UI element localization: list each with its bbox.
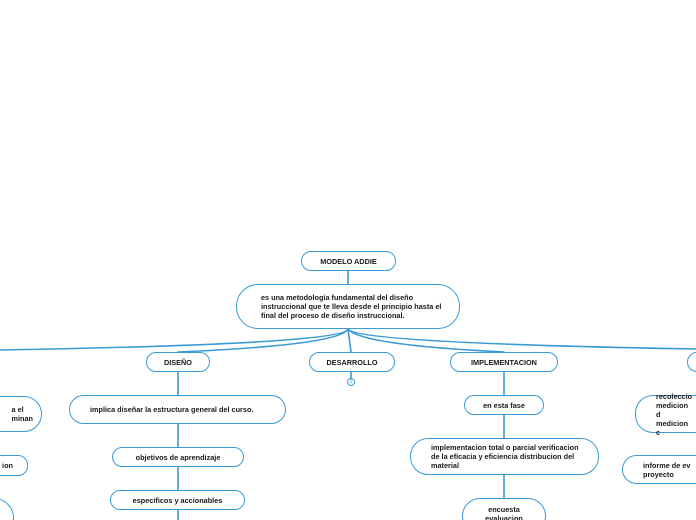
evaluacion-item-1[interactable]: recoleccio medicion d medicion c	[635, 392, 696, 437]
root-node[interactable]: MODELO ADDIE	[301, 251, 396, 271]
connector-to-implementacion	[347, 328, 505, 353]
diseno-item-1-text: implica diseñar la estructura general de…	[90, 405, 254, 414]
evaluacion-item-2-text: informe de ev proyecto	[643, 460, 691, 479]
analisis-item-1-text: a el minan	[12, 405, 34, 423]
diseno-item-3-text: especificos y accionables	[132, 495, 223, 505]
diseno-item-2-text: objetivos de aprendizaje	[135, 452, 221, 462]
branch-desarrollo[interactable]: DESARROLLO	[309, 352, 395, 372]
analisis-item-2[interactable]: ion	[0, 455, 28, 476]
implementacion-item-1[interactable]: en esta fase	[464, 395, 544, 415]
root-node-label: MODELO ADDIE	[320, 256, 377, 266]
implementacion-item-1-text: en esta fase	[483, 400, 525, 410]
branch-diseno-label: DISEÑO	[164, 357, 192, 367]
connector-to-evaluacion	[347, 328, 696, 350]
evaluacion-item-1-text: recoleccio medicion d medicion c	[656, 391, 693, 437]
definition-node[interactable]: es una metodología fundamental del diseñ…	[236, 284, 460, 329]
desarrollo-collapsed-count[interactable]: 2	[347, 378, 355, 386]
diseno-item-2[interactable]: objetivos de aprendizaje	[112, 447, 244, 467]
analisis-item-2-text: ion	[2, 461, 13, 470]
evaluacion-item-2[interactable]: informe de ev proyecto	[622, 455, 696, 484]
desarrollo-collapsed-count-text: 2	[349, 379, 353, 385]
analisis-item-1-line-1: a el	[11, 405, 24, 414]
definition-node-text: es una metodología fundamental del diseñ…	[261, 293, 442, 320]
implementacion-item-3[interactable]: encuesta evaluacion	[462, 498, 546, 520]
implementacion-item-2-text: implementacion total o parcial verificac…	[431, 443, 579, 470]
connector-to-diseno	[177, 328, 349, 353]
branch-desarrollo-label: DESARROLLO	[326, 357, 378, 367]
diseno-item-1[interactable]: implica diseñar la estructura general de…	[69, 395, 286, 424]
connector-to-desarrollo	[347, 328, 352, 353]
diseno-item-3[interactable]: especificos y accionables	[110, 490, 245, 510]
connector-to-analisis	[0, 328, 349, 351]
analisis-item-1[interactable]: a el minan	[0, 396, 42, 432]
branch-diseno[interactable]: DISEÑO	[146, 352, 210, 372]
branch-implementacion-label: IMPLEMENTACION	[471, 357, 537, 367]
implementacion-item-2[interactable]: implementacion total o parcial verificac…	[410, 438, 599, 475]
branch-implementacion[interactable]: IMPLEMENTACION	[450, 352, 558, 372]
implementacion-item-3-text: encuesta evaluacion	[485, 505, 523, 520]
analisis-item-1-line-2: minan	[11, 414, 34, 423]
